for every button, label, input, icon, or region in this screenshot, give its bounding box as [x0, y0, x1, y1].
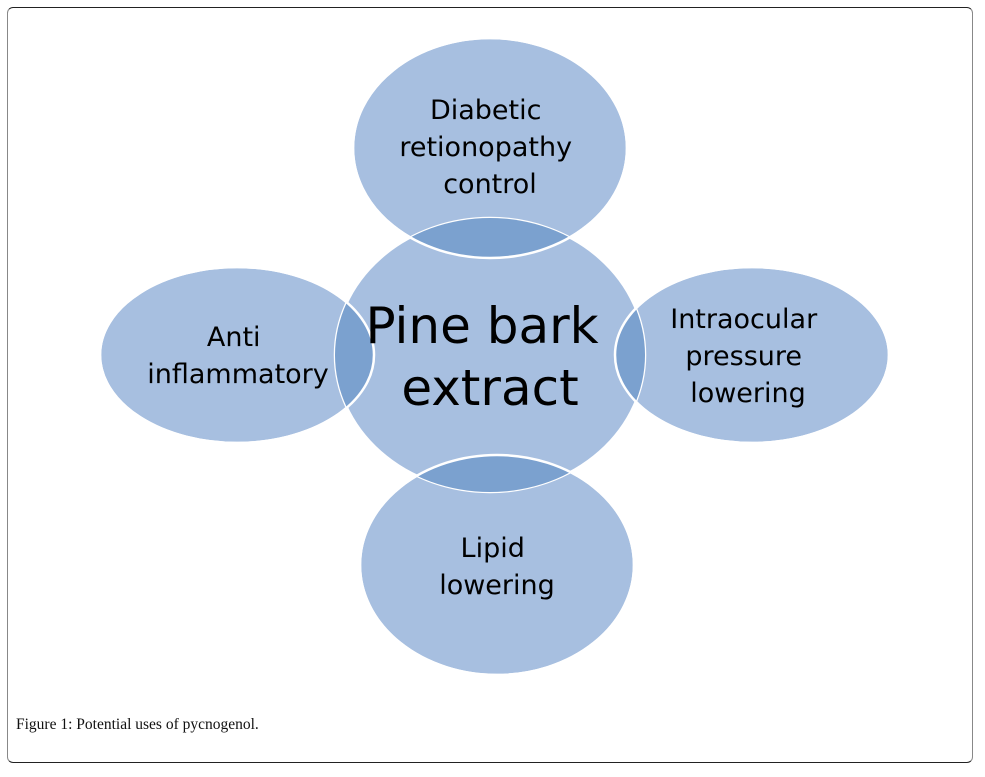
node-top-line-2: retionopathy: [399, 132, 572, 163]
node-right-line-2: pressure: [685, 341, 802, 372]
outline-bottom: [358, 453, 636, 677]
node-top-line-1: Diabetic: [430, 95, 542, 126]
node-bottom-line-2: lowering: [439, 570, 555, 601]
figure-caption: Figure 1: Potential uses of pycnogenol.: [16, 716, 259, 733]
node-center-label: Pine bark extract: [365, 297, 614, 417]
outline-top: [351, 36, 629, 260]
node-bottom-label: Lipid lowering: [439, 533, 555, 601]
node-top-label: Diabetic retionopathy control: [399, 95, 580, 200]
figure-frame: [7, 7, 973, 763]
node-top-line-3: control: [443, 169, 537, 200]
node-center-line-1: Pine bark: [365, 297, 598, 355]
node-left-label: Anti inflammatory: [147, 322, 329, 390]
node-left-line-2: inflammatory: [147, 359, 329, 390]
node-left-line-1: Anti: [207, 322, 261, 353]
outline-left: [98, 265, 376, 445]
node-bottom-line-1: Lipid: [461, 533, 525, 564]
node-right-line-3: lowering: [690, 378, 806, 409]
node-right-line-1: Intraocular: [670, 304, 818, 335]
outline-right: [613, 265, 891, 445]
node-right-label: Intraocular pressure lowering: [670, 304, 826, 409]
node-center-line-2: extract: [401, 359, 578, 417]
